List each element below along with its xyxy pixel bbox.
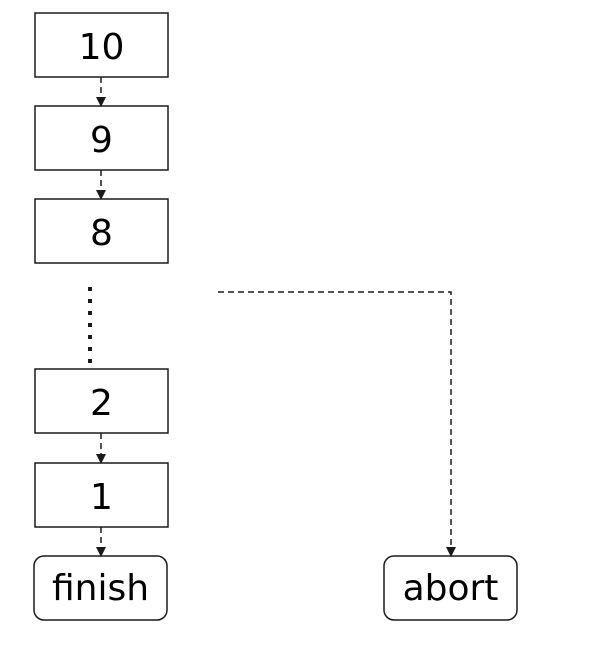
node-finish: finish [33,555,168,621]
node-abort-label: abort [403,568,499,609]
node-10-label: 10 [79,27,125,68]
node-finish-label: finish [52,568,149,609]
node-2: 2 [34,368,169,434]
node-1-label: 1 [90,477,113,518]
node-8-label: 8 [90,213,113,254]
node-9: 9 [34,105,169,171]
node-abort: abort [383,555,518,621]
edge-to-abort [218,291,456,557]
node-8: 8 [34,198,169,264]
node-9-label: 9 [90,120,113,161]
node-10: 10 [34,12,169,78]
node-2-label: 2 [90,383,113,424]
node-1: 1 [34,462,169,528]
